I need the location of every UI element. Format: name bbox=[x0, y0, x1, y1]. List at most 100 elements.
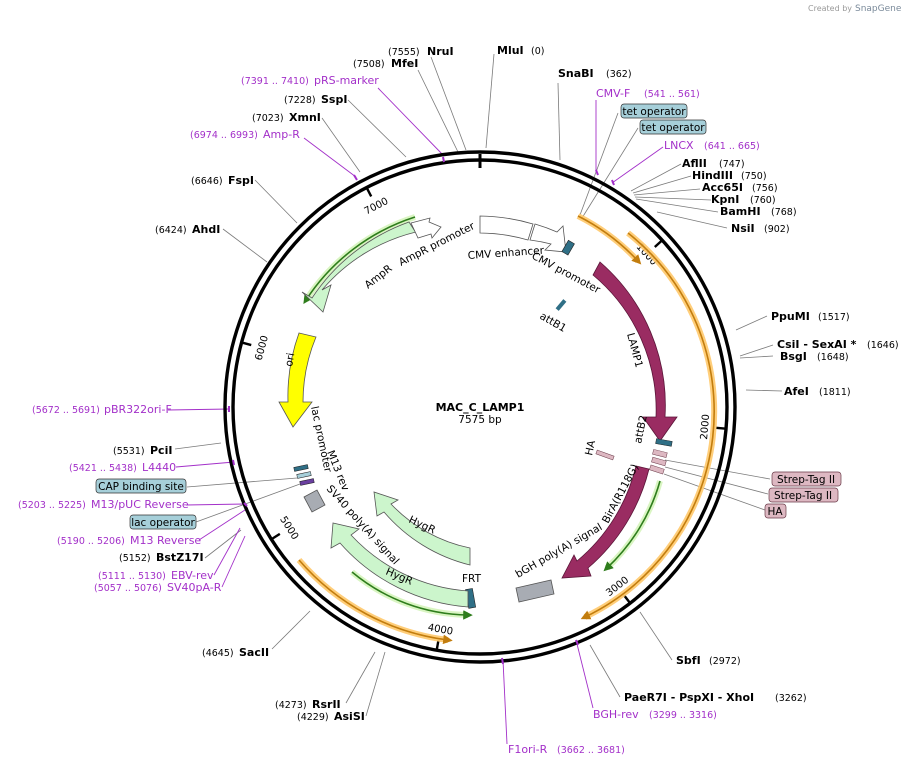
primer-m13-puc-reverse[interactable]: M13/pUC Reverse bbox=[91, 498, 189, 511]
enzyme-hindiii-pos: (750) bbox=[741, 171, 767, 182]
credit-prefix: Created by bbox=[808, 4, 852, 13]
box-tet-operator-2[interactable]: tet operator bbox=[639, 119, 707, 135]
enzyme-sacii-pos: (4645) bbox=[202, 648, 234, 659]
enzyme-mlui-pos: (0) bbox=[531, 46, 544, 57]
primer-l4440[interactable]: L4440 bbox=[142, 461, 176, 474]
primer-sv40pa-r[interactable]: SV40pA-R bbox=[167, 581, 222, 594]
enzyme-acc65i[interactable]: Acc65I bbox=[702, 181, 743, 194]
box-strep-tag-1[interactable]: Strep-Tag II bbox=[771, 471, 842, 487]
enzyme-paer7i-pspxi-xhoi[interactable]: PaeR7I - PspXI - XhoI bbox=[624, 691, 754, 704]
feature-attb2-marker[interactable] bbox=[655, 438, 673, 447]
primer-amp-r[interactable]: Amp-R bbox=[263, 128, 300, 141]
label-cmv-enhancer: CMV enhancer bbox=[467, 245, 545, 262]
primer-lines bbox=[167, 87, 664, 745]
label-cmv-promoter: CMV promoter bbox=[530, 250, 603, 296]
enzyme-kpni[interactable]: KpnI bbox=[711, 193, 739, 206]
feature-ha-tag-3[interactable] bbox=[649, 464, 665, 475]
feature-hygr-inner[interactable] bbox=[373, 491, 471, 566]
enzyme-sbfi[interactable]: SbfI bbox=[676, 654, 701, 667]
enzyme-asisi-pos: (4229) bbox=[297, 712, 329, 723]
enzyme-xmni[interactable]: XmnI bbox=[289, 111, 321, 124]
enzyme-mfei[interactable]: MfeI bbox=[391, 57, 418, 70]
backbone-outer bbox=[223, 150, 737, 664]
enzyme-bstz17i-pos: (5152) bbox=[119, 553, 151, 564]
enzyme-ahdi-pos: (6424) bbox=[155, 225, 187, 236]
enzyme-bsgi[interactable]: BsgI bbox=[780, 350, 807, 363]
box-lac-operator-text: lac operator bbox=[131, 517, 195, 529]
enzyme-acc65i-pos: (756) bbox=[752, 183, 778, 194]
label-ha-feature: HA bbox=[583, 439, 598, 457]
primer-lncx[interactable]: LNCX bbox=[664, 139, 694, 152]
enzyme-csii-sexai-pos: (1646) bbox=[867, 340, 899, 351]
box-strep-tag-2[interactable]: Strep-Tag II bbox=[768, 487, 839, 503]
tick-mark bbox=[653, 239, 663, 248]
feature-ha[interactable] bbox=[595, 449, 615, 461]
tick-mark bbox=[623, 594, 632, 604]
box-ha[interactable]: HA bbox=[764, 503, 787, 519]
enzyme-aflii-pos: (747) bbox=[719, 159, 745, 170]
primer-bgh-rev[interactable]: BGH-rev bbox=[593, 708, 639, 721]
tick-label: 4000 bbox=[427, 622, 454, 637]
feature-strep-tag-2[interactable] bbox=[651, 456, 667, 467]
feature-bgh-polya[interactable] bbox=[515, 579, 555, 603]
enzyme-kpni-pos: (760) bbox=[750, 195, 776, 206]
primer-cmv-f[interactable]: CMV-F bbox=[596, 87, 630, 100]
feature-attb1-marker[interactable] bbox=[561, 239, 575, 256]
tick-label: 7000 bbox=[363, 196, 391, 217]
enzyme-sspi[interactable]: SspI bbox=[321, 93, 347, 106]
feature-hygr-outer[interactable] bbox=[330, 522, 469, 608]
primer-f1ori-r-range: (3662 .. 3681) bbox=[557, 745, 625, 756]
box-lac-operator[interactable]: lac operator bbox=[129, 514, 197, 530]
feature-ampr-promoter[interactable] bbox=[410, 217, 442, 239]
primer-labels: (7391 .. 7410) pRS-marker (6974 .. 6993)… bbox=[18, 74, 760, 756]
enzyme-csii-sexai[interactable]: CsiI - SexAI * bbox=[777, 338, 857, 351]
feature-cmv-promoter[interactable] bbox=[529, 223, 567, 253]
enzyme-aflii[interactable]: AflII bbox=[682, 157, 707, 170]
primer-m13-puc-reverse-range: (5203 .. 5225) bbox=[18, 500, 86, 511]
enzyme-asisi[interactable]: AsiSI bbox=[334, 710, 365, 723]
box-cap-binding-site[interactable]: CAP binding site bbox=[95, 478, 187, 494]
enzyme-hindiii[interactable]: HindIII bbox=[692, 169, 733, 182]
feature-ampr[interactable] bbox=[301, 221, 419, 313]
feature-cmv-enhancer[interactable] bbox=[479, 215, 534, 241]
enzyme-nsii-pos: (902) bbox=[764, 224, 790, 235]
tick-mark bbox=[241, 341, 252, 347]
enzyme-sspi-pos: (7228) bbox=[284, 95, 316, 106]
box-ha-text: HA bbox=[767, 506, 783, 518]
tick-label: 5000 bbox=[277, 515, 300, 542]
box-strep-tag-2-text: Strep-Tag II bbox=[774, 490, 832, 502]
enzyme-sacii[interactable]: SacII bbox=[239, 646, 269, 659]
enzyme-rsrii[interactable]: RsrII bbox=[312, 698, 341, 711]
enzyme-afei[interactable]: AfeI bbox=[784, 385, 809, 398]
feature-bira[interactable] bbox=[561, 465, 650, 579]
enzyme-nrui[interactable]: NruI bbox=[427, 45, 454, 58]
enzyme-ppumi-pos: (1517) bbox=[818, 312, 850, 323]
enzyme-mfei-pos: (7508) bbox=[353, 59, 385, 70]
label-attb2: attB2 bbox=[632, 414, 650, 444]
label-ampr: AmpR bbox=[362, 263, 394, 292]
enzyme-labels-left: (7555) NruI (7508) MfeI (7228) SspI (702… bbox=[113, 45, 454, 723]
box-tet-operator-1[interactable]: tet operator bbox=[620, 103, 688, 119]
primer-m13-reverse[interactable]: M13 Reverse bbox=[130, 534, 201, 547]
credit-brand: SnapGene bbox=[855, 4, 902, 14]
primer-f1ori-r[interactable]: F1ori-R bbox=[508, 743, 548, 756]
primer-pbr322ori-f[interactable]: pBR322ori-F bbox=[104, 403, 172, 416]
enzyme-bstz17i[interactable]: BstZ17I bbox=[156, 551, 204, 564]
enzyme-sbfi-pos: (2972) bbox=[709, 656, 741, 667]
primer-m13-reverse-range: (5190 .. 5206) bbox=[57, 536, 125, 547]
enzyme-ppumi[interactable]: PpuMI bbox=[771, 310, 810, 323]
enzyme-mlui[interactable]: MluI bbox=[497, 44, 524, 57]
enzyme-fspi[interactable]: FspI bbox=[228, 174, 254, 187]
enzyme-ahdi[interactable]: AhdI bbox=[192, 223, 220, 236]
feature-strep-tag-1[interactable] bbox=[652, 449, 668, 458]
enzyme-bamhi[interactable]: BamHI bbox=[720, 205, 761, 218]
enzyme-pcii[interactable]: PciI bbox=[150, 444, 172, 457]
enzyme-nsii[interactable]: NsiI bbox=[731, 222, 755, 235]
feature-sv40-polya[interactable] bbox=[303, 489, 326, 513]
primer-prs-marker[interactable]: pRS-marker bbox=[314, 74, 379, 87]
feature-lac-promoter-mark bbox=[293, 464, 309, 472]
primer-ebv-rev[interactable]: EBV-rev bbox=[171, 569, 214, 582]
feature-ori[interactable] bbox=[278, 332, 317, 428]
enzyme-snabi[interactable]: SnaBI bbox=[558, 67, 594, 80]
